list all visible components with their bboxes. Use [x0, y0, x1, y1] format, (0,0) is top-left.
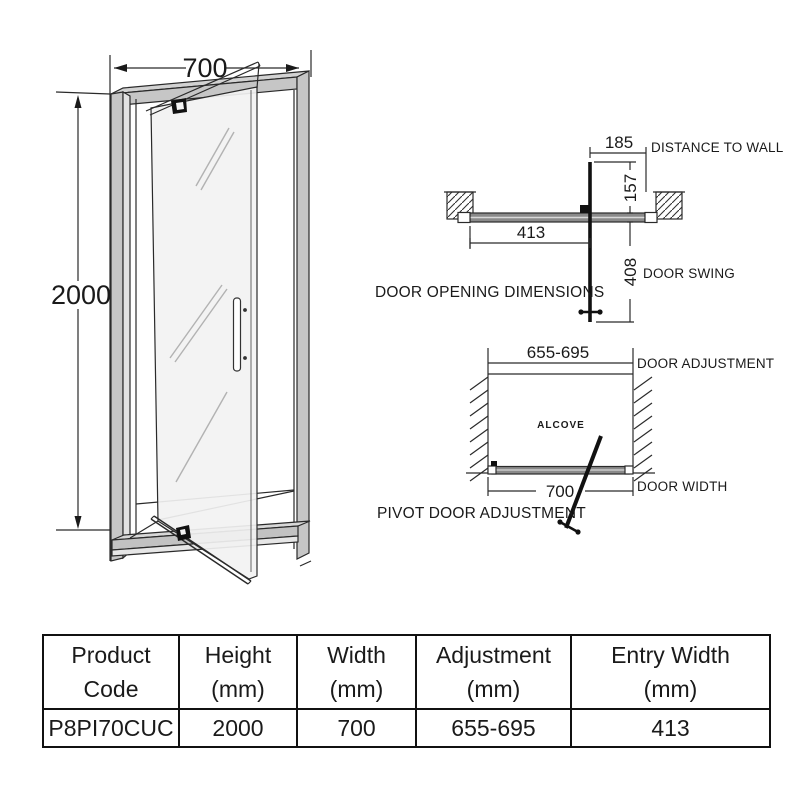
front-width-dimension: 700	[114, 50, 312, 83]
spec-table-header-row: Product Code Height (mm) Width (mm) Adju…	[42, 634, 771, 710]
front-width-value: 700	[182, 53, 227, 83]
header-line: Code	[83, 676, 139, 702]
right-wall-section	[653, 191, 685, 220]
glass-door-panel	[129, 61, 261, 585]
cell-entry-width: 413	[570, 708, 771, 748]
door-opening-title: DOOR OPENING DIMENSIONS	[375, 284, 604, 301]
pivot-adjustment-title: PIVOT DOOR ADJUSTMENT	[377, 505, 586, 522]
door-handle	[232, 297, 247, 372]
door-opening-view: 185 DISTANCE TO WALL 157 413 408 DOOR	[375, 133, 784, 323]
front-height-dimension: 2000	[51, 95, 111, 529]
door-width-dimension: 700	[487, 477, 634, 501]
entry-width-dimension: 413	[469, 223, 591, 249]
header-entry-width: Entry Width (mm)	[570, 634, 771, 710]
alcove-label: ALCOVE	[537, 420, 585, 431]
distance-to-wall-label: DISTANCE TO WALL	[651, 140, 784, 155]
cell-product-code: P8PI70CUC	[42, 708, 180, 748]
door-track	[457, 211, 658, 224]
adjustment-dimension: 655-695	[487, 343, 634, 374]
door-depth-value: 157	[621, 174, 640, 202]
right-wall-hatch	[633, 376, 653, 482]
cell-adjustment: 655-695	[415, 708, 572, 748]
cell-height: 2000	[178, 708, 298, 748]
header-height: Height (mm)	[178, 634, 298, 710]
distance-to-wall-value: 185	[605, 133, 633, 152]
adjustment-value: 655-695	[527, 343, 589, 362]
adjustment-track	[487, 461, 634, 475]
glass-shine-lines	[169, 127, 235, 483]
header-line: Height	[204, 642, 272, 668]
header-line: Product	[71, 642, 151, 668]
technical-diagrams: 700 2000	[51, 50, 784, 585]
cell-width: 700	[296, 708, 417, 748]
door-width-value: 700	[546, 482, 574, 501]
pivot-door-plan	[557, 435, 603, 535]
adjustment-label: DOOR ADJUSTMENT	[637, 356, 774, 371]
header-line: (mm)	[329, 676, 384, 702]
distance-to-wall-dimension: 185	[589, 133, 647, 192]
header-line: (mm)	[211, 676, 265, 702]
header-width: Width (mm)	[296, 634, 417, 710]
header-line: (mm)	[466, 676, 521, 702]
header-line: Adjustment	[435, 642, 552, 668]
header-adjustment: Adjustment (mm)	[415, 634, 572, 710]
door-handle-plan	[578, 309, 603, 315]
header-product-code: Product Code	[42, 634, 180, 710]
header-line: (mm)	[643, 676, 698, 702]
spec-table: Product Code Height (mm) Width (mm) Adju…	[42, 634, 771, 748]
front-height-value: 2000	[51, 280, 111, 310]
door-depth-dimension: 157	[594, 161, 640, 214]
front-view-drawing: 700 2000	[51, 50, 312, 585]
left-wall-hatch	[469, 376, 489, 482]
pivot-door-handle	[557, 519, 581, 535]
bottom-pivot-bracket	[176, 525, 191, 541]
spec-table-data-row: P8PI70CUC 2000 700 655-695 413	[42, 708, 771, 748]
wall-corner-lines	[55, 55, 111, 561]
entry-width-value: 413	[517, 223, 545, 242]
alcove-outline	[466, 373, 655, 474]
door-width-label: DOOR WIDTH	[637, 479, 728, 494]
header-line: Width	[327, 642, 386, 668]
door-swing-label: DOOR SWING	[643, 266, 735, 281]
top-pivot-bracket	[171, 98, 187, 114]
pivot-adjustment-view: 655-695 DOOR ADJUSTMENT	[377, 343, 774, 535]
header-line: Entry Width	[611, 642, 730, 668]
door-swing-dimension: 408	[596, 221, 640, 323]
door-swing-value: 408	[621, 258, 640, 286]
